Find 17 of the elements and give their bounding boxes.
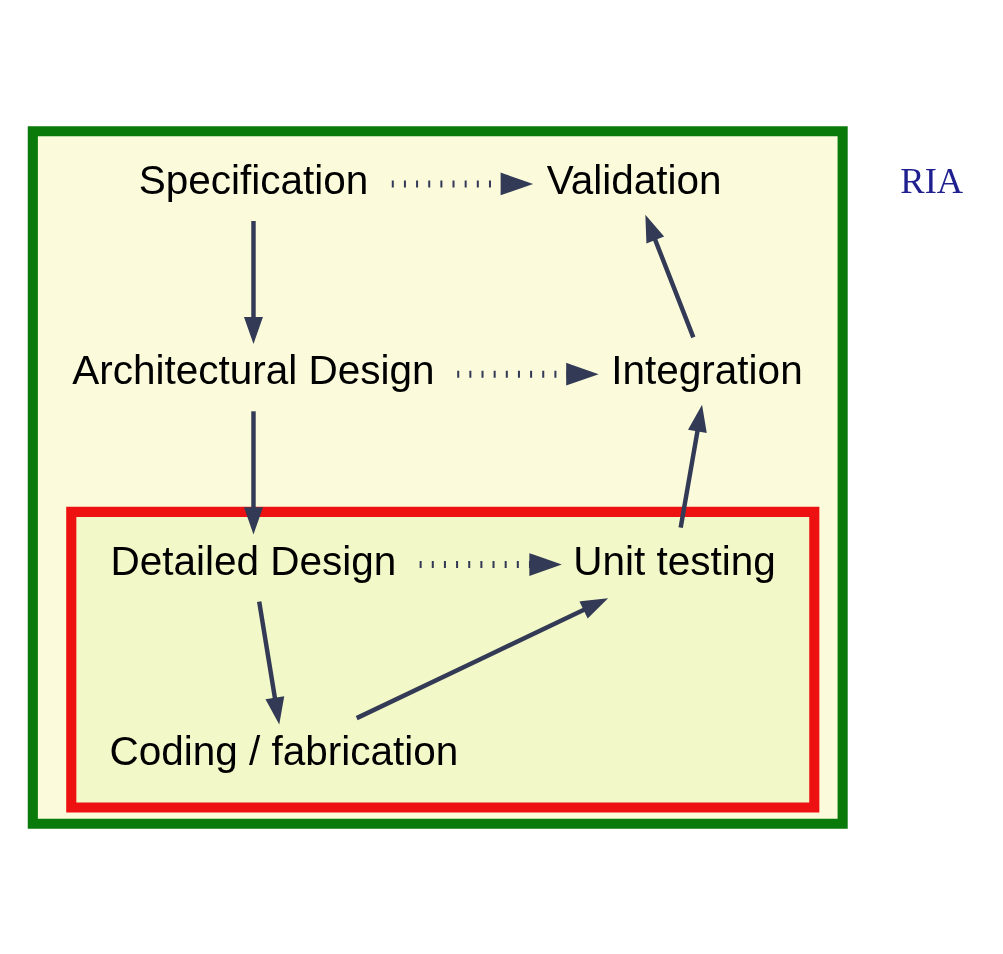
arrow (457, 362, 599, 386)
node-text: Coding / fabrication (109, 727, 459, 774)
arrow (391, 172, 534, 195)
arrow (243, 220, 263, 344)
node-text: Unit testing (573, 537, 776, 584)
node-text: Validation (546, 156, 722, 203)
node-text: Specification (138, 156, 369, 203)
arrow (355, 597, 609, 720)
cluster (27, 125, 848, 829)
node-text: Detailed Design (110, 537, 397, 584)
arrow (419, 552, 562, 576)
node-text: Architectural Design (72, 346, 435, 393)
label: RIA (900, 160, 964, 201)
arrow (645, 214, 696, 338)
arrow (257, 600, 285, 725)
arrow (243, 410, 263, 534)
node-text: Integration (611, 346, 803, 393)
